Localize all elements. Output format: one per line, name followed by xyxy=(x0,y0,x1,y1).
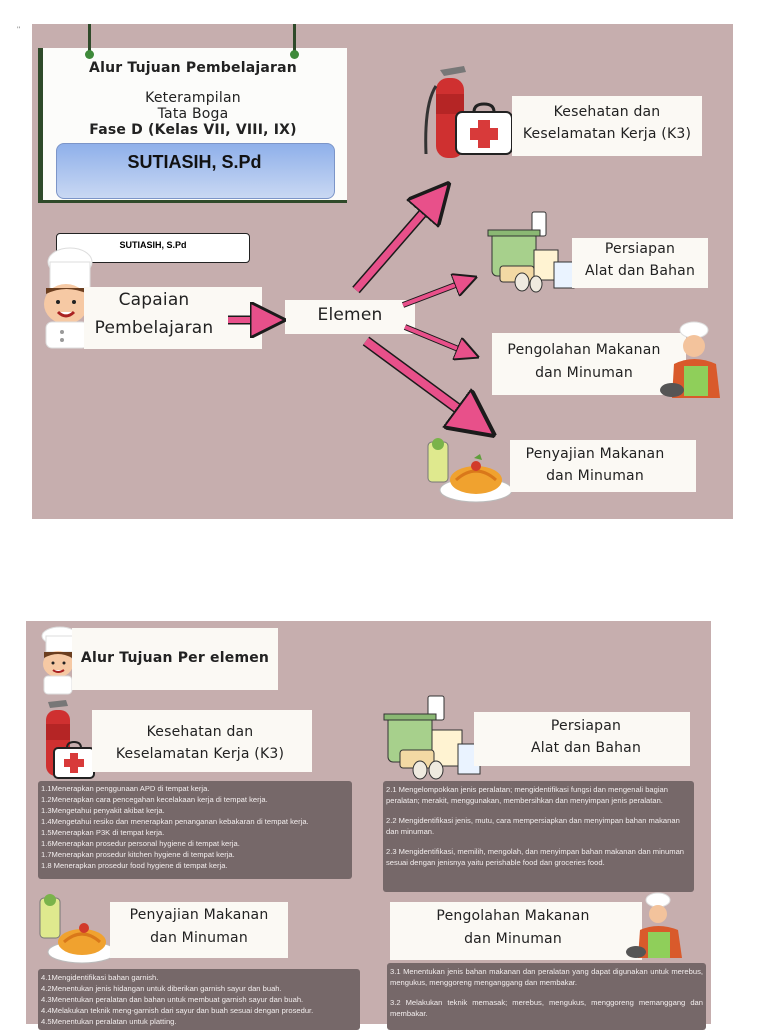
sign-string-right xyxy=(293,24,296,52)
first-aid-kit-icon xyxy=(455,102,513,155)
persiapan-title-line-1: Persiapan xyxy=(550,718,622,734)
k3-items-box: 1.1Menerapkan penggunaan APD di tempat k… xyxy=(38,781,352,879)
k3-title-line-2: Keselamatan Kerja (K3) xyxy=(115,746,285,762)
cooking-chef-icon xyxy=(660,321,720,398)
corner-mark: '' xyxy=(17,26,21,33)
arrow-elemen-k3 xyxy=(352,198,436,294)
penyajian-item: 4.3Menentukan peralatan dan bahan untuk … xyxy=(41,995,304,1004)
capaian-line-2: Pembelajaran xyxy=(94,318,214,338)
pengolahan-title-note xyxy=(390,902,642,960)
penyajian-note xyxy=(510,440,696,492)
k3-item: 1.4Mengetahui resiko dan menerapkan pena… xyxy=(41,817,309,826)
elemen-label: Elemen xyxy=(317,305,383,325)
cookware-icon-small xyxy=(383,695,481,780)
sign-pin-right xyxy=(290,50,299,59)
sign-line-2: Keterampilan xyxy=(145,90,241,106)
penyajian-line-1: Penyajian Makanan xyxy=(525,446,665,462)
penyajian-item: 4.5Menentukan peralatan untuk platting. xyxy=(41,1017,177,1026)
pengolahan-items-box: 3.1 Menentukan jenis bahan makanan dan p… xyxy=(387,963,706,1030)
chef-icon-small xyxy=(41,626,79,695)
sign-author-name: SUTIASIH, S.Pd xyxy=(127,152,262,172)
persiapan-title-note xyxy=(474,712,690,766)
pengolahan-title-line-1: Pengolahan Makanan xyxy=(436,908,590,924)
k3-item: 1.6Menerapkan prosedur personal hygiene … xyxy=(41,839,240,848)
penyajian-items-box: 4.1Mengidentifikasi bahan garnish. 4.2Me… xyxy=(38,969,360,1030)
k3-item: 1.3Mengetahui penyakit akibat kerja. xyxy=(41,806,165,815)
pengolahan-title-line-2: dan Minuman xyxy=(464,931,562,947)
persiapan-line-2: Alat dan Bahan xyxy=(584,263,696,279)
plated-food-icon xyxy=(427,438,513,503)
sign-line-3: Tata Boga xyxy=(157,106,229,122)
chef-icon xyxy=(44,247,93,349)
elemen-note xyxy=(285,300,415,334)
penyajian-item: 4.4Melakukan teknik meng-garnish dari sa… xyxy=(41,1006,314,1015)
pengolahan-line-1: Pengolahan Makanan xyxy=(507,342,661,358)
persiapan-line-1: Persiapan xyxy=(604,241,676,257)
penyajian-item: 4.2Menentukan jenis hidangan untuk diber… xyxy=(41,984,282,993)
sign-author-banner xyxy=(56,143,335,199)
k3-item: 1.2Menerapkan cara pencegahan kecelakaan… xyxy=(41,795,268,804)
penyajian-title-note xyxy=(110,902,288,958)
k3-title-line-1: Kesehatan dan xyxy=(146,724,254,740)
cooking-chef-icon-small xyxy=(626,892,682,958)
sign-string-left xyxy=(88,24,91,52)
sign-line-1: Alur Tujuan Pembelajaran xyxy=(89,60,297,76)
pengolahan-note xyxy=(492,333,686,395)
persiapan-item: 2.1 Mengelompokkan jenis peralatan; meng… xyxy=(386,785,668,805)
k3-note xyxy=(512,96,702,156)
sign-line-4: Fase D (Kelas VII, VIII, IX) xyxy=(89,122,297,138)
per-elemen-title: Alur Tujuan Per elemen xyxy=(80,650,270,666)
k3-line-2: Keselamatan Kerja (K3) xyxy=(522,126,692,142)
sign-pin-left xyxy=(85,50,94,59)
penyajian-line-2: dan Minuman xyxy=(546,468,644,484)
persiapan-item: 2.3 Mengidentifikasi, memilih, mengolah,… xyxy=(386,847,685,867)
cookware-icon xyxy=(487,211,575,293)
k3-title-note xyxy=(92,710,312,772)
pengolahan-item: 3.1 Menentukan jenis bahan makanan dan p… xyxy=(390,967,703,987)
persiapan-item: 2.2 Mengidentifikasi jenis, mutu, cara m… xyxy=(386,816,680,836)
persiapan-title-line-2: Alat dan Bahan xyxy=(530,740,642,756)
arrows-layer xyxy=(228,0,768,520)
pengolahan-item: 3.2 Melakukan teknik memasak; merebus, m… xyxy=(390,998,703,1018)
k3-item: 1.8 Menerapkan prosedur food hygiene di … xyxy=(41,861,228,870)
penyajian-title-line-1: Penyajian Makanan xyxy=(129,907,269,923)
persiapan-items-box: 2.1 Mengelompokkan jenis peralatan; meng… xyxy=(383,781,694,892)
penyajian-title-line-2: dan Minuman xyxy=(150,930,248,946)
k3-item: 1.1Menerapkan penggunaan APD di tempat k… xyxy=(41,784,210,793)
k3-line-1: Kesehatan dan xyxy=(553,104,661,120)
pengolahan-line-2: dan Minuman xyxy=(535,365,633,381)
arrow-elemen-persiapan xyxy=(401,281,466,308)
k3-item: 1.7Menerapkan prosedur kitchen hygiene d… xyxy=(41,850,235,859)
k3-item: 1.5Menerapkan P3K di tempat kerja. xyxy=(41,828,165,837)
arrow-elemen-penyajian xyxy=(362,336,476,422)
per-elemen-note xyxy=(72,628,278,690)
arrow-elemen-pengolahan xyxy=(403,324,468,353)
plated-food-icon-small xyxy=(39,894,117,964)
first-aid-kit-icon-small xyxy=(53,740,95,779)
persiapan-note xyxy=(572,238,708,288)
capaian-line-1: Capaian xyxy=(118,290,190,310)
penyajian-item: 4.1Mengidentifikasi bahan garnish. xyxy=(41,973,159,982)
